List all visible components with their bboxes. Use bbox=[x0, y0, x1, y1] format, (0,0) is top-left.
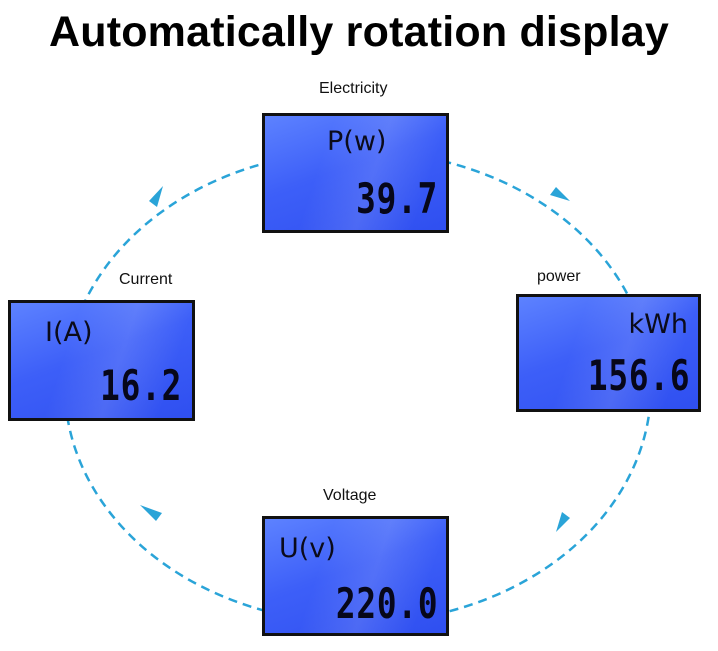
unit-power: kWh bbox=[628, 309, 688, 340]
display-voltage: U(v) 220.0 bbox=[262, 516, 449, 636]
label-electricity: Electricity bbox=[319, 80, 388, 97]
value-current: 16.2 bbox=[99, 361, 182, 410]
arrow-bottom-left-icon bbox=[140, 505, 162, 521]
unit-current: I(A) bbox=[45, 317, 93, 348]
arrow-bottom-right-icon bbox=[556, 512, 570, 532]
label-current: Current bbox=[119, 271, 173, 288]
label-voltage: Voltage bbox=[323, 487, 377, 504]
display-current: I(A) 16.2 bbox=[8, 300, 195, 421]
value-power: 156.6 bbox=[587, 351, 690, 400]
value-electricity: 39.7 bbox=[355, 174, 438, 223]
display-electricity: P(w) 39.7 bbox=[262, 113, 449, 233]
display-power: kWh 156.6 bbox=[516, 294, 701, 412]
diagram-title: Automatically rotation display bbox=[48, 8, 670, 56]
value-voltage: 220.0 bbox=[335, 579, 438, 628]
unit-voltage: U(v) bbox=[279, 533, 336, 564]
unit-electricity: P(w) bbox=[327, 126, 387, 157]
arrow-top-right-icon bbox=[550, 187, 570, 201]
label-power: power bbox=[537, 268, 581, 285]
arrow-top-left-icon bbox=[149, 186, 163, 207]
